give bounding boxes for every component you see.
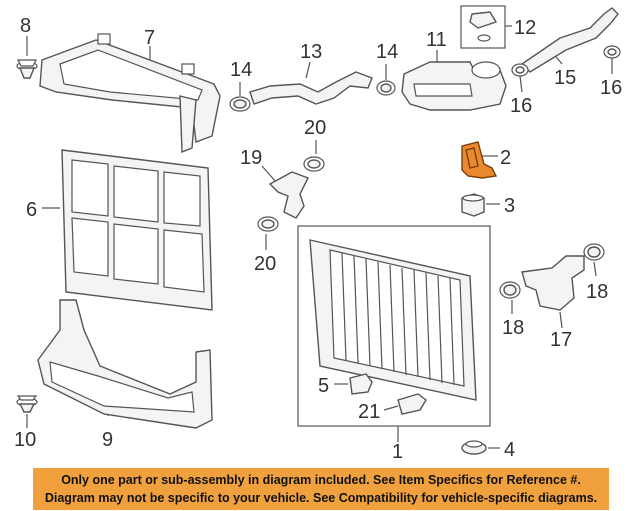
- part-6-air-deflector: [42, 149, 213, 311]
- part-20-clamp-bottom: [257, 216, 279, 250]
- part-1-radiator: [297, 225, 491, 442]
- callout-19: 19: [240, 147, 262, 169]
- part-16-clamp-a: [511, 63, 529, 93]
- part-12-reservoir-cap: [460, 5, 512, 49]
- part-10-retainer: [16, 395, 38, 428]
- part-20-clamp-top: [303, 140, 325, 172]
- callout-14-left: 14: [230, 59, 252, 81]
- part-21-fitting: [383, 393, 427, 415]
- callout-16-left: 16: [510, 95, 532, 117]
- part-7-upper-baffle: [39, 33, 221, 154]
- part-4-cap: [461, 440, 500, 455]
- callout-16-right: 16: [600, 77, 622, 99]
- callout-3: 3: [504, 195, 515, 217]
- callout-15: 15: [554, 67, 576, 89]
- callout-2: 2: [500, 147, 511, 169]
- part-5-drain-plug: [334, 373, 373, 395]
- part-9-lower-baffle: [37, 299, 213, 429]
- part-18-clamp-left: [499, 281, 521, 314]
- callout-6: 6: [26, 199, 37, 221]
- callout-11: 11: [426, 29, 447, 51]
- callout-8: 8: [20, 15, 31, 37]
- parts-diagram: 8 7 6 9 10 14 13 14 11 12 15 16 16 20 19…: [14, 5, 622, 463]
- callout-5: 5: [318, 375, 329, 397]
- radiator-core-fins: [341, 252, 455, 386]
- callout-13: 13: [300, 41, 322, 63]
- part-19-lower-hose: [261, 165, 309, 219]
- part-2-bracket-highlighted: [461, 141, 498, 179]
- part-3-insulator: [461, 193, 500, 217]
- disclaimer-line-1: Only one part or sub-assembly in diagram…: [61, 473, 581, 487]
- callout-1: 1: [392, 441, 403, 463]
- callout-20-top: 20: [304, 117, 326, 139]
- callout-20-bottom: 20: [254, 253, 276, 275]
- callout-18-right: 18: [586, 281, 608, 303]
- part-15-overflow-hose: [520, 7, 619, 73]
- part-17-outlet-hose: [521, 255, 585, 329]
- callout-4: 4: [504, 439, 515, 461]
- part-14-clamp-left: [229, 82, 251, 112]
- part-14-clamp-right: [376, 64, 396, 96]
- callout-7: 7: [144, 27, 155, 49]
- callout-21: 21: [358, 401, 380, 423]
- callout-17: 17: [550, 329, 572, 351]
- part-8-retainer: [16, 36, 38, 79]
- part-13-upper-hose: [249, 61, 373, 105]
- callout-12: 12: [514, 17, 536, 39]
- callout-14-right: 14: [376, 41, 398, 63]
- part-18-clamp-right: [583, 243, 605, 277]
- callout-18-left: 18: [502, 317, 524, 339]
- callout-9: 9: [102, 429, 113, 451]
- part-16-clamp-b: [603, 45, 621, 74]
- disclaimer-banner: Only one part or sub-assembly in diagram…: [33, 468, 609, 510]
- disclaimer-line-2: Diagram may not be specific to your vehi…: [44, 491, 598, 505]
- callout-10: 10: [14, 429, 36, 451]
- part-11-coolant-reservoir: [401, 50, 507, 111]
